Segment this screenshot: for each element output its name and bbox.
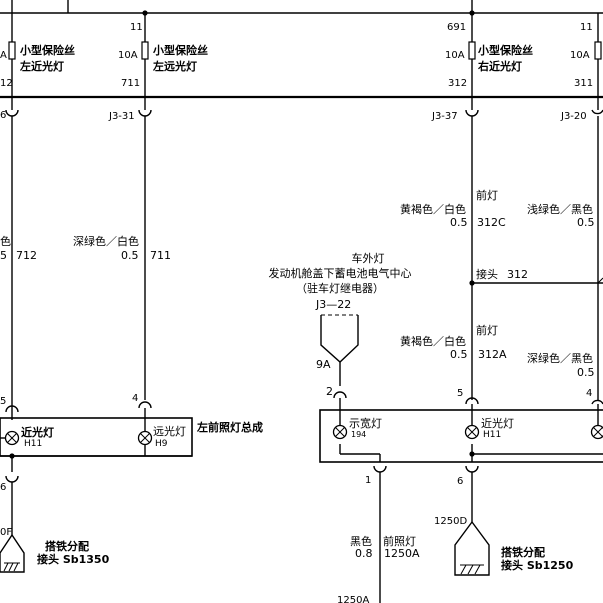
- wire-left-high-color: 深绿色／白色: [73, 234, 139, 248]
- right-low-terminal: [465, 397, 479, 405]
- left-high-pin: 4: [132, 393, 138, 404]
- fuse-left-low-func: 左近光灯: [19, 59, 64, 73]
- left-ground-line1: 搭铁分配: [45, 539, 89, 553]
- wire-right-edge-upper-color: 浅绿色／黑色: [527, 202, 593, 216]
- bulb-icon: [4, 430, 20, 446]
- wire-ground-parking-gauge: 0.8: [355, 547, 373, 560]
- right-low-lamp-label: 近光灯: [481, 416, 514, 430]
- wire-ground-parking-id: 1250A: [384, 547, 420, 560]
- wire-right-low-upper-id: 312C: [477, 216, 506, 229]
- fuse-left-high-connector: J3-31: [108, 111, 135, 122]
- wire-right-low-upper-title: 前灯: [476, 188, 498, 202]
- right-parking-out-pin: 1: [365, 475, 371, 486]
- right-edge-terminal: [591, 399, 603, 405]
- left-assembly-name: 左前照灯总成: [196, 420, 263, 434]
- fuse-right-low: [465, 13, 479, 400]
- fuse-left-high-top: 11: [130, 22, 143, 33]
- right-ground-id: 1250D: [434, 516, 467, 527]
- left-high-terminal: [138, 401, 152, 409]
- ground-icon: [0, 533, 25, 573]
- left-low-lamp-label: 近光灯: [21, 425, 54, 439]
- right-parking-out-terminal: [373, 465, 387, 473]
- wire-right-low-lower-color: 黄褐色／白色: [400, 334, 466, 348]
- fuse-left-partial: [5, 0, 19, 420]
- fuse-right-low-bottom: 312: [448, 78, 467, 89]
- right-low-pin: 5: [457, 388, 463, 399]
- wire-left-high-id: 711: [150, 249, 171, 262]
- fuse-right-edge-top: 11: [580, 22, 593, 33]
- right-ground-line2: 接头 Sb1250: [501, 558, 574, 572]
- fuse-right-low-name: 小型保险丝: [477, 43, 533, 57]
- right-ground-line1: 搭铁分配: [501, 545, 545, 559]
- relay-pin: 9A: [316, 358, 331, 371]
- left-ground-id: 0F: [0, 527, 12, 538]
- relay-connector-shape: [320, 314, 359, 386]
- right-low-lamp-bulb: H11: [483, 430, 501, 440]
- wire-left-low-id: 712: [16, 249, 37, 262]
- wire-right-low-upper-gauge: 0.5: [450, 216, 468, 229]
- wire-right-edge-upper-gauge: 0.5: [577, 216, 595, 229]
- fuse-left-high: [138, 13, 152, 400]
- fuse-left-high-name: 小型保险丝: [152, 43, 208, 57]
- wire-ground-parking-title: 前照灯: [383, 534, 416, 548]
- wire-bottom-cut-id: 1250A: [337, 595, 369, 603]
- right-assembly-box: [319, 409, 603, 463]
- fuse-right-low-amp: 10A: [445, 50, 465, 61]
- right-edge-pin: 4: [586, 388, 592, 399]
- wire-ground-parking-color: 黑色: [350, 534, 372, 548]
- wire-right-low-lower-gauge: 0.5: [450, 348, 468, 361]
- left-low-terminal: [5, 405, 19, 413]
- wire-left-low-color: 色: [0, 234, 11, 248]
- left-ground-terminal: [5, 475, 19, 483]
- fuse-right-edge-bottom: 311: [574, 78, 593, 89]
- fuse-right-edge-connector: J3-20: [560, 111, 587, 122]
- left-ground-pin: 6: [0, 482, 6, 493]
- fuse-left-partial-amp: A: [0, 50, 7, 61]
- fuse-right-low-func: 右近光灯: [477, 59, 522, 73]
- left-ground-line2: 接头 Sb1350: [37, 552, 110, 566]
- relay-out-terminal: [333, 391, 347, 399]
- left-low-lamp-bulb: H11: [24, 439, 42, 449]
- splice-label: 接头: [476, 268, 498, 281]
- wire-right-edge-lower-gauge: 0.5: [577, 366, 595, 379]
- relay-title-2: 发动机舱盖下蓄电池电气中心: [269, 266, 412, 280]
- fuse-left-high-amp: 10A: [118, 50, 138, 61]
- relay-title-3: （驻车灯继电器）: [296, 281, 384, 295]
- splice-id: 312: [507, 268, 528, 281]
- wire-right-edge-lower-color: 深绿色／黑色: [527, 351, 593, 365]
- bulb-icon: [332, 424, 348, 440]
- right-parking-lamp-bulb: 194: [351, 430, 366, 439]
- splice-branch-tick: [597, 277, 603, 284]
- fuse-left-low-connector: 6: [0, 110, 6, 121]
- relay-title-1: 车外灯: [352, 251, 385, 265]
- ground-icon: [454, 520, 490, 576]
- wire-right-low-upper-color: 黄褐色／白色: [400, 202, 466, 216]
- fuse-left-partial-bottom: 12: [0, 78, 13, 89]
- bulb-icon: [590, 424, 603, 440]
- left-high-lamp-bulb: H9: [155, 439, 168, 449]
- right-parking-lamp-label: 示宽灯: [349, 416, 382, 430]
- wire-left-high-gauge: 0.5: [121, 249, 139, 262]
- left-assembly-box: [0, 417, 193, 472]
- wire-left-low-gauge: 5: [0, 249, 7, 262]
- relay-out-pin: 2: [326, 385, 333, 398]
- fuse-right-low-connector: J3-37: [431, 111, 458, 122]
- fuse-right-edge-amp: 10A: [570, 50, 590, 61]
- left-low-pin: 5: [0, 396, 6, 407]
- relay-connector: J3—22: [315, 298, 351, 311]
- fuse-right-edge: [591, 13, 603, 400]
- fuse-right-low-top: 691: [447, 22, 466, 33]
- left-high-lamp-label: 远光灯: [153, 424, 186, 438]
- fuse-left-high-func: 左远光灯: [152, 59, 197, 73]
- right-low-out-terminal: [465, 465, 479, 473]
- wire-right-low-lower-title: 前灯: [476, 323, 498, 337]
- right-low-out-pin: 6: [457, 476, 463, 487]
- bulb-icon: [464, 424, 480, 440]
- bulb-icon: [137, 430, 153, 456]
- fuse-left-high-bottom: 711: [121, 78, 140, 89]
- fuse-left-low-name: 小型保险丝: [19, 43, 75, 57]
- wire-right-low-lower-id: 312A: [478, 348, 507, 361]
- top-bus: [0, 0, 603, 16]
